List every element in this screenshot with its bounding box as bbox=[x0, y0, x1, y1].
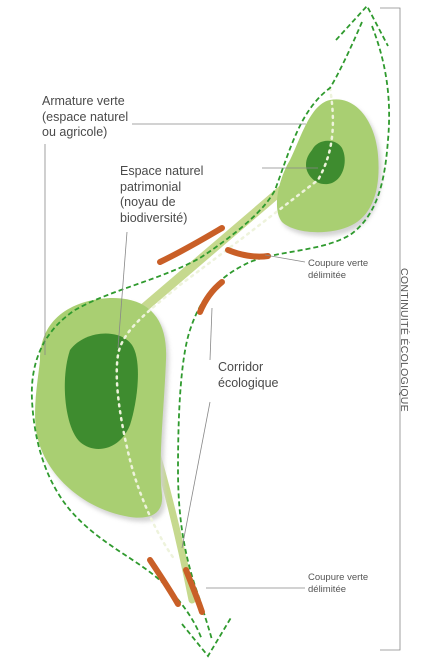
top-arrowhead bbox=[336, 6, 388, 46]
leader-coupure-top bbox=[265, 255, 305, 262]
label-coupure-top-line1: Coupure verte bbox=[308, 258, 368, 270]
side-title: CONTINUITÉ ÉCOLOGIQUE bbox=[398, 268, 410, 412]
label-coupure-top: Coupure verte délimitée bbox=[308, 258, 368, 282]
label-coupure-bottom-line2: délimitée bbox=[308, 584, 368, 596]
label-coupure-top-line2: délimitée bbox=[308, 270, 368, 282]
green-break-top-right bbox=[228, 250, 268, 257]
label-armature-verte-line2: (espace naturel bbox=[42, 110, 128, 126]
green-break-bottom-left bbox=[150, 560, 178, 604]
label-espace-naturel-line4: biodiversité) bbox=[120, 211, 203, 227]
leader-corridor bbox=[210, 308, 212, 360]
label-espace-naturel: Espace naturel patrimonial (noyau de bio… bbox=[120, 164, 203, 227]
leader-corridor-down bbox=[182, 402, 210, 548]
green-break-top-lower bbox=[200, 282, 222, 312]
side-bracket bbox=[380, 8, 400, 650]
label-armature-verte-line1: Armature verte bbox=[42, 94, 128, 110]
label-coupure-bottom-line1: Coupure verte bbox=[308, 572, 368, 584]
label-corridor: Corridor écologique bbox=[218, 360, 278, 391]
label-armature-verte-line3: ou agricole) bbox=[42, 125, 128, 141]
label-espace-naturel-line2: patrimonial bbox=[120, 180, 203, 196]
label-corridor-line2: écologique bbox=[218, 376, 278, 392]
label-coupure-bottom: Coupure verte délimitée bbox=[308, 572, 368, 596]
label-espace-naturel-line3: (noyau de bbox=[120, 195, 203, 211]
label-espace-naturel-line1: Espace naturel bbox=[120, 164, 203, 180]
label-armature-verte: Armature verte (espace naturel ou agrico… bbox=[42, 94, 128, 141]
label-corridor-line1: Corridor bbox=[218, 360, 278, 376]
